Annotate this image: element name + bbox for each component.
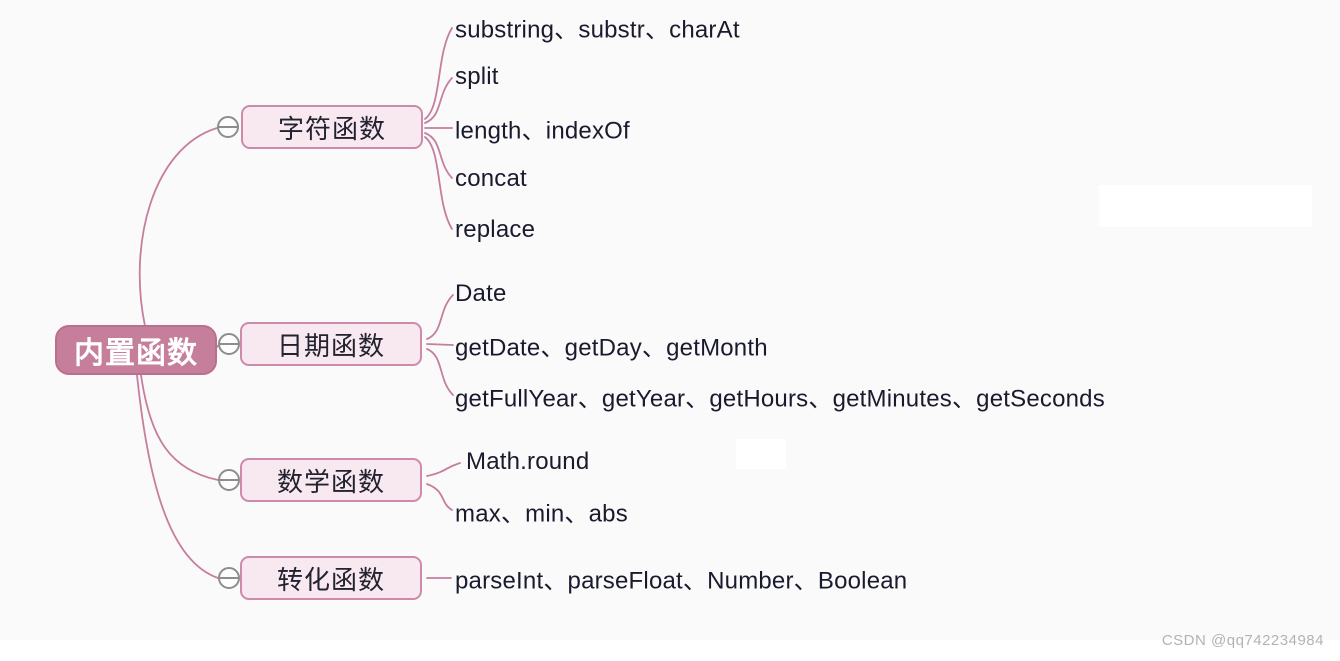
branch-node-conversion-functions[interactable]: 转化函数 [240, 556, 422, 600]
connector-branch1-leaf1 [426, 343, 454, 346]
connector-branch2-leaf1 [426, 483, 453, 511]
leaf-node[interactable]: replace [455, 216, 536, 243]
leaf-node[interactable]: parseInt、parseFloat、Number、Boolean [455, 567, 908, 595]
collapse-icon-branch-1[interactable] [218, 333, 240, 355]
leaf-node[interactable]: getFullYear、getYear、getHours、getMinutes、… [455, 385, 1105, 413]
collapse-icon-branch-0[interactable] [217, 116, 239, 138]
connector-root-to-branch-2 [140, 374, 219, 481]
erased-area-2 [736, 439, 786, 469]
connector-branch0-leaf3 [424, 132, 453, 179]
branch-label: 字符函数 [277, 113, 386, 144]
leaf-node[interactable]: max、min、abs [455, 500, 628, 528]
connector-branch1-leaf2 [426, 348, 454, 396]
branch-node-string-functions[interactable]: 字符函数 [241, 105, 423, 149]
connector-root-to-branch-3 [136, 374, 219, 579]
connector-branch0-leaf4 [424, 136, 453, 230]
leaf-node[interactable]: Date [455, 280, 507, 307]
watermark-text: CSDN @qq742234984 [1161, 632, 1324, 649]
connector-root-to-branch-0 [138, 127, 218, 327]
footer-strip [0, 640, 1340, 661]
branch-node-math-functions[interactable]: 数学函数 [240, 458, 422, 502]
connector-branch1-leaf0 [426, 294, 454, 340]
leaf-node[interactable]: substring、substr、charAt [455, 16, 740, 44]
connector-branch0-leaf0 [424, 27, 453, 120]
leaf-node[interactable]: concat [455, 165, 527, 192]
connector-branch2-leaf0 [426, 462, 461, 477]
leaf-node[interactable]: split [455, 63, 499, 90]
branch-label: 日期函数 [276, 330, 385, 361]
connector-branch0-leaf1 [424, 77, 453, 124]
branch-label: 数学函数 [276, 466, 385, 497]
branch-label: 转化函数 [276, 564, 385, 595]
branch-node-date-functions[interactable]: 日期函数 [240, 322, 422, 366]
collapse-icon-branch-3[interactable] [218, 567, 240, 589]
leaf-node[interactable]: length、indexOf [455, 117, 630, 145]
leaf-node[interactable]: Math.round [466, 448, 590, 475]
root-node[interactable]: 内置函数 [55, 325, 217, 375]
leaf-node[interactable]: getDate、getDay、getMonth [455, 334, 768, 362]
erased-area-1 [1099, 185, 1312, 227]
root-label: 内置函数 [74, 337, 198, 370]
collapse-icon-branch-2[interactable] [218, 469, 240, 491]
